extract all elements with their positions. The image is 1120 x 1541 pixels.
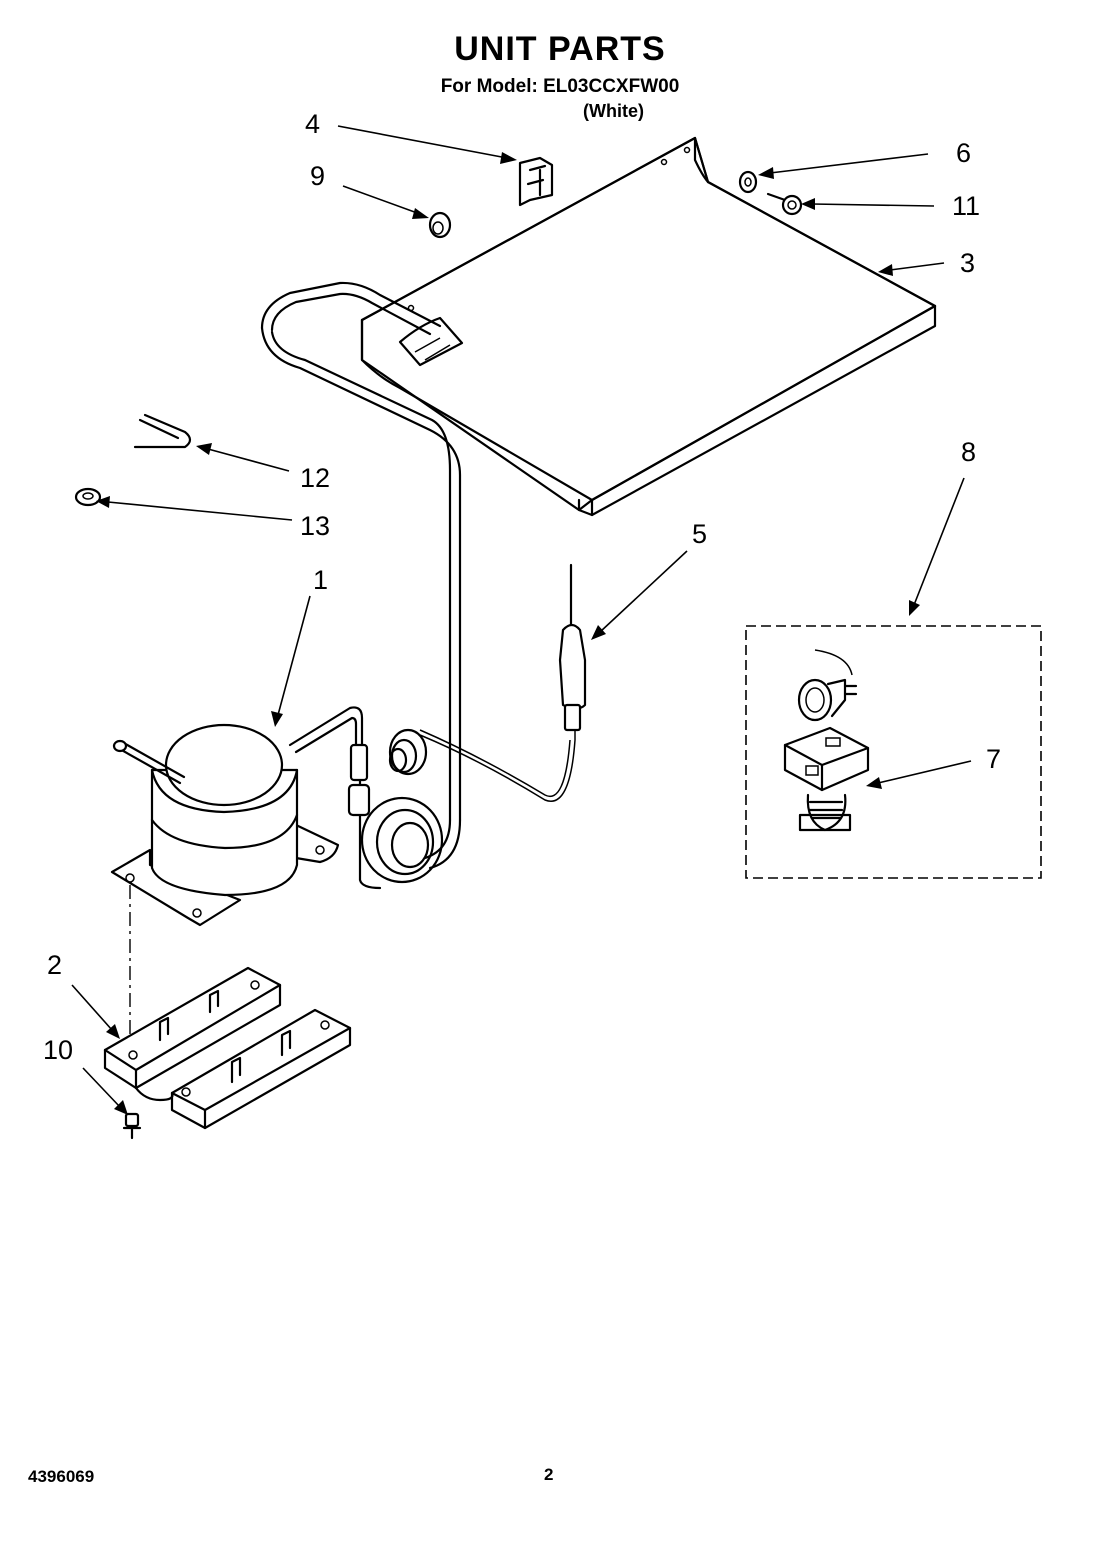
part-6-washer <box>738 170 758 194</box>
model-color: (White) <box>583 101 644 121</box>
callout-7: 7 <box>986 744 1002 774</box>
part-11-screw <box>766 192 803 216</box>
page-title: UNIT PARTS <box>454 30 666 68</box>
capillary-coil <box>347 728 576 890</box>
part-2-mounting-rails <box>103 966 352 1130</box>
callout-11: 11 <box>952 191 981 221</box>
page-number: 2 <box>544 1465 554 1484</box>
part-13-washer <box>74 487 102 507</box>
callout-6: 6 <box>956 138 972 168</box>
leader-arrows <box>71 125 972 1115</box>
callout-4: 4 <box>305 109 321 139</box>
callout-2: 2 <box>47 950 63 980</box>
part-12-clip-pin <box>133 413 192 449</box>
callout-8: 8 <box>961 437 977 467</box>
callout-1: 1 <box>313 565 329 595</box>
refrigerant-tubing <box>260 281 462 870</box>
callout-13: 13 <box>300 511 331 541</box>
callout-10: 10 <box>43 1035 74 1065</box>
model-line: For Model: EL03CCXFW00 <box>440 76 680 97</box>
part-9-grommet <box>428 211 452 239</box>
part-4-clip <box>518 156 554 207</box>
callout-5: 5 <box>692 519 708 549</box>
callout-12: 12 <box>300 463 331 493</box>
part-5-sensing-bulb <box>558 563 587 732</box>
part-8-relay-kit <box>745 625 1042 879</box>
document-number: 4396069 <box>28 1467 95 1486</box>
part-7-relay <box>783 726 870 832</box>
part-1-compressor <box>110 723 340 927</box>
callout-9: 9 <box>310 161 326 191</box>
part-3-deck-plate <box>360 136 937 517</box>
part-10-screw <box>122 1112 142 1140</box>
callout-3: 3 <box>960 248 976 278</box>
